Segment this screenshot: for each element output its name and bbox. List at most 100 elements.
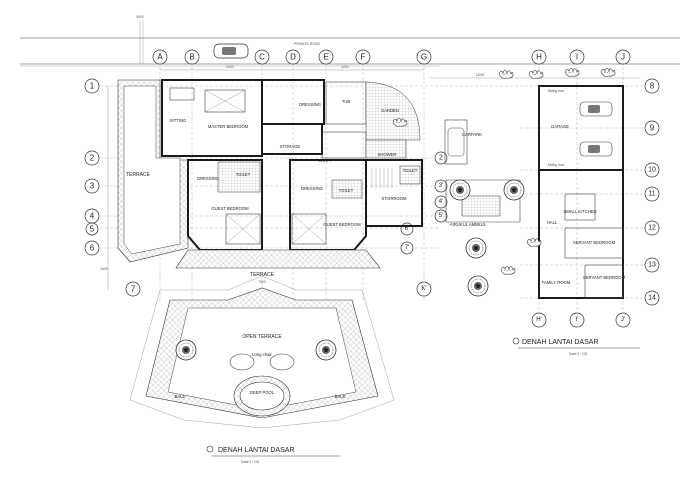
svg-text:13: 13 [648, 262, 656, 269]
svg-text:6: 6 [90, 244, 95, 253]
grid-bubble-14: 14 [644, 290, 660, 306]
svg-text:10: 10 [648, 167, 656, 174]
grid-bubbles-extra: 2 3' 4' 5' 6' 7' K' H' I' J' [400, 151, 631, 328]
tree-6 [467, 275, 489, 297]
room-tub: TUB [342, 99, 351, 104]
grid-bubble-j: J [615, 49, 631, 65]
room-garage: GARAGE [551, 124, 569, 129]
car-road [213, 43, 249, 59]
room-shower: SHOWER [378, 152, 397, 157]
grid-bubble-5p: 5' [434, 209, 448, 223]
room-guest-bedroom-right: GUEST BEDROOM [323, 222, 361, 227]
svg-text:H': H' [536, 317, 541, 323]
grid-bubble-kp: K' [416, 281, 432, 297]
room-dressing-top: DRESSING [299, 102, 321, 107]
svg-text:6': 6' [405, 226, 409, 232]
drawing-title-annex: DENAH LANTAI DASAR Scale 1 : 100 [512, 337, 640, 356]
room-toilet-mid: TOILET [339, 188, 354, 193]
dim-top-total: 5000 [136, 15, 143, 19]
room-storage: STORAGE [280, 144, 301, 149]
garden-area [365, 81, 421, 141]
room-terrace-left: TERRACE [126, 172, 151, 178]
title-main-scale: Scale 1 : 100 [241, 460, 260, 464]
annex-building: Sliding door Sliding door GARAGE SMALL K… [538, 85, 626, 299]
tree-2 [315, 339, 337, 361]
grid-bubble-8: 8 [644, 78, 660, 94]
title-annex-scale: Scale 1 : 100 [569, 352, 588, 356]
grid-bubble-ip: I' [569, 312, 585, 328]
svg-text:B: B [189, 53, 194, 62]
svg-text:D: D [290, 53, 296, 62]
svg-text:7': 7' [405, 245, 409, 251]
car-garage-top [579, 101, 613, 117]
room-stairroom: STAIRROOM [381, 196, 407, 201]
room-family-room: FAMILY ROOM [542, 280, 571, 285]
dim-top-b: 3200 [341, 65, 348, 69]
dim-annex-top: 14000 [476, 73, 485, 77]
grid-bubble-7p: 7' [400, 241, 414, 255]
title-annex: DENAH LANTAI DASAR [522, 339, 599, 346]
svg-text:11: 11 [648, 191, 655, 198]
drawing-title-main: DENAH LANTAI DASAR Scale 1 : 100 [206, 445, 340, 464]
grid-bubble-a: A [152, 49, 168, 65]
road-label: PRIVATE ROAD [294, 42, 321, 46]
room-terrace-mid: TERRACE [250, 272, 275, 278]
grid-bubbles-letters: A B C D E F G H I J [152, 49, 631, 65]
grid-bubble-hp: H' [531, 312, 547, 328]
sliding-door-bottom: Sliding door [548, 163, 566, 167]
svg-text:2: 2 [439, 155, 443, 162]
grid-bubble-3: 3 [84, 178, 100, 194]
grid-bubble-4p: 4' [434, 195, 448, 209]
svg-text:G: G [421, 53, 427, 62]
grid-bubble-2b: 2 [434, 151, 448, 165]
grid-bubble-12: 12 [644, 220, 660, 236]
svg-text:5': 5' [439, 213, 443, 219]
tree-3 [449, 179, 471, 201]
room-guest-bedroom-left: GUEST BEDROOM [211, 206, 249, 211]
shrub-1 [498, 69, 514, 79]
grid-bubble-7: 7 [125, 281, 141, 297]
dim-side-left: 3400 [100, 267, 107, 271]
grid-bubble-c: C [254, 49, 270, 65]
room-garden: GARDEN [381, 108, 399, 113]
svg-text:5: 5 [90, 225, 95, 234]
room-bale-right: BALE [335, 394, 346, 399]
svg-text:I': I' [576, 317, 579, 323]
grid-bubble-13: 13 [644, 257, 660, 273]
tree-1 [175, 339, 197, 361]
svg-text:I: I [576, 53, 578, 62]
grid-bubble-jp: J' [615, 312, 631, 328]
room-small-kitchen: SMALL KITCHEN [563, 209, 596, 214]
svg-text:4: 4 [90, 212, 95, 221]
svg-text:3': 3' [439, 183, 443, 189]
room-bale-left: BALE [175, 394, 186, 399]
grid-bubble-3p: 3' [434, 179, 448, 193]
svg-text:9: 9 [650, 124, 655, 133]
grid-bubble-11: 11 [644, 186, 660, 202]
sliding-door-top: Sliding door [548, 89, 566, 93]
room-deep-pool: DEEP POOL [250, 390, 275, 395]
grid-bubble-g: G [416, 49, 432, 65]
room-dressing-mid: DRESSING [301, 186, 323, 191]
grid-bubble-f: F [355, 49, 371, 65]
svg-text:12: 12 [648, 225, 656, 232]
shrub-4 [600, 67, 616, 77]
svg-text:J: J [621, 53, 625, 62]
grid-bubble-6: 6 [84, 240, 100, 256]
room-servant-bedroom-2: SERVANT BEDROOM [583, 275, 626, 280]
grid-bubble-i: I [569, 49, 585, 65]
grid-bubble-10: 10 [644, 162, 660, 178]
guest-bed-left [225, 213, 261, 245]
svg-text:3: 3 [90, 182, 95, 191]
guest-bed-right [291, 213, 327, 245]
room-toilet-left: TOILET [236, 172, 251, 177]
grid-bubble-9: 9 [644, 120, 660, 136]
svg-text:E: E [323, 53, 328, 62]
pool: DEEP POOL [233, 375, 291, 417]
grid-bubble-b: B [184, 49, 200, 65]
svg-text:K': K' [421, 286, 426, 292]
open-terrace: OPEN TERRACE Long chair DEEP POOL BALE B… [129, 275, 395, 429]
room-carpark: CARPARK [462, 132, 482, 137]
long-chair-label: Long chair [252, 352, 272, 357]
